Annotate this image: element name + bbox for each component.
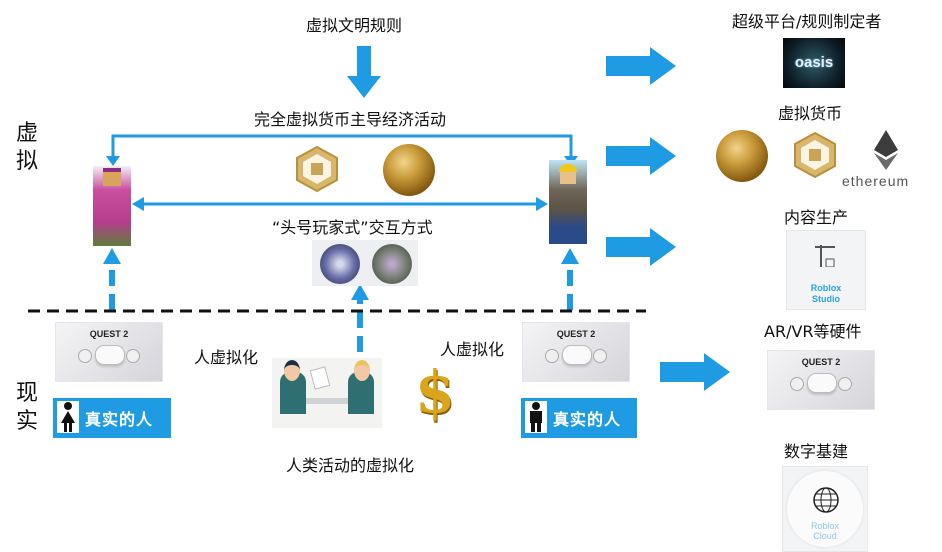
quest2-card-left: QUEST 2 [55,322,163,382]
center-dashed-up-arrow [351,284,369,352]
to-hardware-arrow [660,353,730,391]
bitcoin-coin-icon [716,130,768,182]
human-virtualization-left-label: 人虚拟化 [194,348,259,367]
avatar-male-roblox [549,160,587,244]
female-person-icon [57,401,79,433]
hardware-title: AR/VR等硬件 [764,322,862,341]
virtual-side-char: 拟 [15,149,38,174]
economy-label: 完全虚拟货币主导经济活动 [254,110,447,129]
to-currency-arrow [606,137,676,175]
real-person-badge-left: 真实的人 [53,398,171,438]
quest2-title: QUEST 2 [556,329,596,339]
robux-coin-icon [790,130,840,180]
globe-icon [813,487,839,513]
real-person-label: 真实的人 [553,410,622,429]
roblox-cloud-line1: Roblox [810,521,839,531]
reality-side-char: 实 [15,409,38,434]
platform-title: 超级平台/规则制定者 [732,12,882,31]
reality-side-char: 现 [15,381,38,406]
male-person-icon [525,401,547,433]
real-person-badge-right: 真实的人 [521,398,637,438]
roblox-studio-tile: Roblox Studio [786,230,866,310]
interaction-double-arrow [132,197,548,211]
content-title: 内容生产 [784,208,849,227]
quest2-title: QUEST 2 [89,329,129,339]
ethereum-text: ethereum [842,173,910,189]
right-dashed-up-arrow [561,248,579,310]
bracket-left-arrowhead [106,156,120,166]
rules-down-arrow [347,46,381,98]
dollar-sign-icon: $ [414,358,456,426]
game-scene-circle-2 [372,244,412,284]
activity-virtualization-label: 人类活动的虚拟化 [286,456,415,475]
economy-bracket-arrow [111,134,573,158]
reality-side-label: 现 实 [14,380,40,436]
avatar-female-roblox [93,166,131,246]
interaction-label: “头号玩家式”交互方式 [272,218,433,237]
real-person-label: 真实的人 [85,410,154,429]
oasis-logo: oasis [783,38,845,88]
to-platform-arrow [606,47,676,85]
quest2-card-right: QUEST 2 [522,322,630,382]
ethereum-logo-icon [874,130,898,170]
quest2-card-hardware: QUEST 2 [767,350,875,410]
robux-coin-icon [292,144,342,194]
oasis-logo-text: oasis [794,54,834,71]
game-scene-circle-1 [320,244,360,284]
roblox-studio-line1: Roblox [810,283,842,293]
crane-icon [815,243,835,268]
virtual-side-char: 虚 [15,121,38,146]
quest2-title: QUEST 2 [801,357,841,367]
ready-player-one-images [312,240,418,286]
bitcoin-coin-icon [383,144,435,196]
to-content-arrow [606,228,676,266]
left-dashed-up-arrow [103,248,121,310]
virtual-side-label: 虚 拟 [14,120,40,176]
human-virtualization-right-label: 人虚拟化 [440,340,505,359]
virtual-rules-label: 虚拟文明规则 [306,16,403,35]
business-meeting-illustration [272,358,382,428]
infrastructure-title: 数字基建 [784,442,849,461]
roblox-cloud-tile: Roblox Cloud [782,466,868,552]
roblox-cloud-line2: Cloud [813,531,837,541]
roblox-studio-line2: Studio [812,294,840,304]
currency-title: 虚拟货币 [778,104,843,123]
